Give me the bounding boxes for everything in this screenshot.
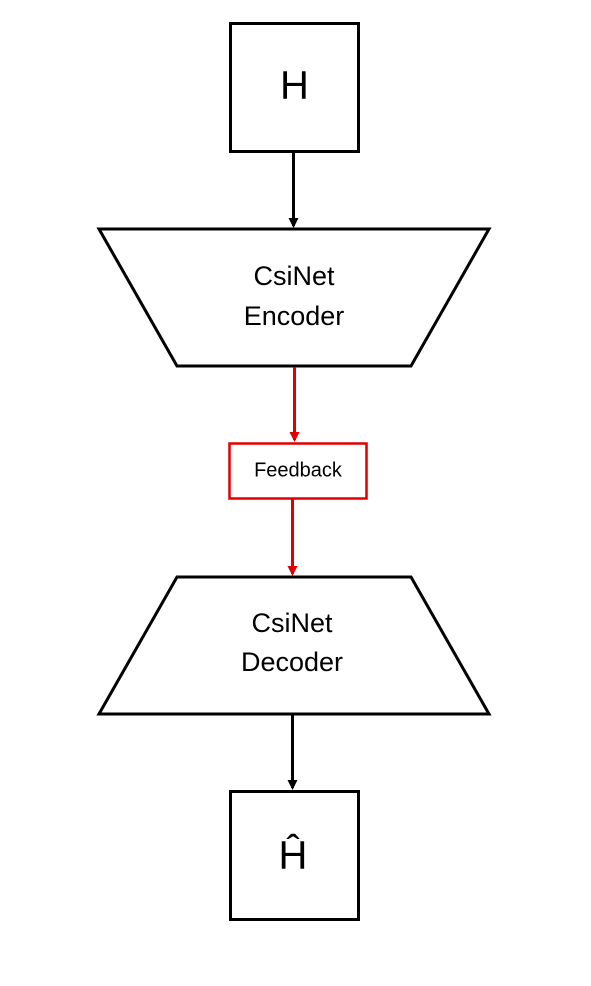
decoder-label-line2: Decoder	[241, 647, 343, 677]
encoder-trapezoid	[96, 227, 492, 368]
encoder-label-line1: CsiNet	[253, 261, 335, 291]
input-label: H	[280, 64, 309, 108]
input-node: H	[229, 22, 360, 153]
feedback-box	[228, 442, 368, 500]
encoder-node: CsiNet Encoder	[96, 227, 492, 368]
output-node: Ĥ	[229, 790, 360, 921]
decoder-label-line1: CsiNet	[251, 608, 333, 638]
feedback-node: Feedback	[228, 442, 368, 500]
input-box	[229, 22, 360, 153]
feedback-label: Feedback	[254, 459, 343, 481]
encoder-label-line2: Encoder	[244, 301, 345, 331]
output-box	[229, 790, 360, 921]
decoder-node: CsiNet Decoder	[96, 575, 492, 716]
output-label: Ĥ	[279, 833, 308, 878]
decoder-trapezoid	[96, 575, 492, 716]
